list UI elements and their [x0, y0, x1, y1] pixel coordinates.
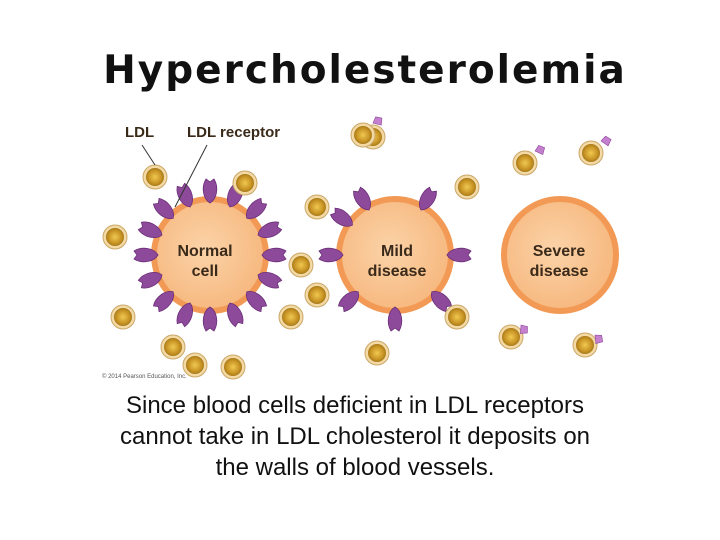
ldl-particle [304, 194, 330, 220]
ldl-particle [578, 140, 604, 166]
normal-cell-receptor [137, 272, 163, 289]
ldl-particle [110, 304, 136, 330]
severe-disease-label-line2: disease [530, 263, 589, 280]
diagram-svg: LDL LDL receptor Normal cell Mild diseas… [102, 116, 619, 380]
mild-disease-label-line2: disease [368, 263, 427, 280]
mild-cell-receptor [337, 291, 359, 313]
ldl-pointer-line [141, 144, 156, 166]
normal-cell-receptor [261, 247, 287, 263]
normal-cell-label-line1: Normal [177, 243, 232, 260]
ldl-particles [102, 116, 612, 380]
ldl-receptor-fragment [600, 135, 612, 147]
ldl-particle [278, 304, 304, 330]
mild-cell-receptor [446, 247, 472, 263]
normal-cell-receptor [202, 178, 218, 204]
ldl-particle [304, 282, 330, 308]
slide-caption: Since blood cells deficient in LDL recep… [119, 392, 591, 481]
normal-cell-receptor [152, 291, 174, 313]
ldl-particle [444, 304, 470, 330]
ldl-receptor-pointer-line [174, 144, 208, 208]
normal-cell-receptor [227, 302, 244, 328]
normal-cell-receptor [133, 247, 159, 263]
mild-disease-label-line1: Mild [381, 243, 413, 260]
mild-cell-receptor [318, 247, 344, 263]
ldl-particle [572, 332, 598, 358]
normal-cell-receptor [257, 221, 283, 238]
mild-cell-receptor [329, 207, 353, 227]
normal-cell-label-line2: cell [192, 263, 219, 280]
ldl-particle [182, 352, 208, 378]
ldl-receptor-fragment [594, 334, 603, 344]
normal-cell-receptor [257, 272, 283, 289]
ldl-particle [498, 324, 524, 350]
slide-title: Hypercholesterolemia [103, 48, 627, 93]
ldl-particle [142, 164, 168, 190]
ldl-particle [512, 150, 538, 176]
severe-disease-label-line1: Severe [533, 243, 586, 260]
ldl-particle [220, 354, 246, 380]
normal-cell-receptor [246, 197, 268, 219]
normal-cell-receptor [176, 182, 193, 208]
normal-cell-receptor [246, 291, 268, 313]
ldl-particle [454, 174, 480, 200]
normal-cell-receptor [202, 306, 218, 332]
ldl-receptor-fragment [534, 145, 546, 155]
ldl-receptor-label: LDL receptor [187, 124, 280, 141]
normal-cell-receptor [152, 197, 174, 219]
ldl-particle [288, 252, 314, 278]
mild-cell-receptor [431, 291, 453, 313]
severe-disease-cell [501, 196, 619, 314]
ldl-receptor-fragment [520, 324, 528, 334]
normal-cell-receptor [176, 302, 193, 328]
mild-cell-receptor [387, 306, 403, 332]
ldl-label: LDL [125, 124, 154, 141]
ldl-receptor-diagram: LDL LDL receptor Normal cell Mild diseas… [95, 115, 635, 385]
ldl-particle [364, 340, 390, 366]
ldl-particle [350, 122, 376, 148]
mild-cell-receptor [419, 186, 437, 211]
ldl-particle [160, 334, 186, 360]
normal-cell-receptor [137, 221, 163, 238]
mild-cell-receptor [353, 186, 371, 211]
copyright-notice: © 2014 Pearson Education, Inc. [102, 373, 187, 380]
ldl-receptor-fragment [372, 116, 383, 126]
ldl-particle [102, 224, 128, 250]
ldl-particle [232, 170, 258, 196]
